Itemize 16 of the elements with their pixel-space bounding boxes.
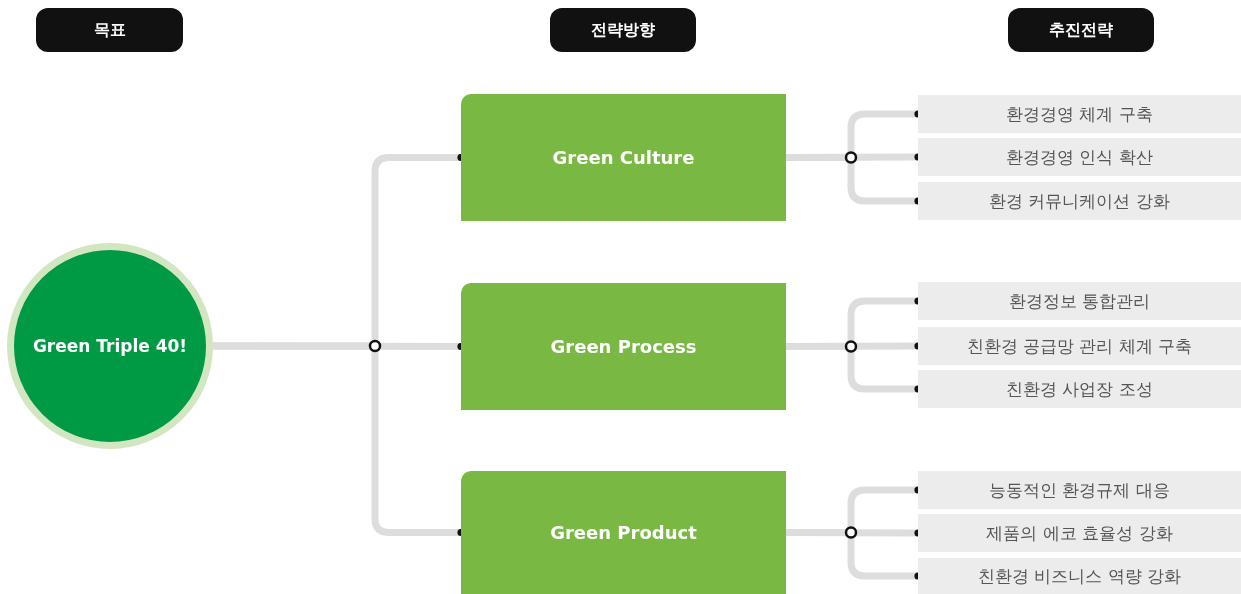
strategy-item: 환경경영 인식 확산 bbox=[918, 138, 1241, 176]
strategy-box: Green Process bbox=[461, 283, 786, 410]
column-header: 목표 bbox=[36, 8, 183, 52]
strategy-item: 친환경 비즈니스 역량 강화 bbox=[918, 558, 1241, 594]
strategy-item: 능동적인 환경규제 대응 bbox=[918, 471, 1241, 509]
strategy-box: Green Product bbox=[461, 471, 786, 594]
strategy-item: 환경정보 통합관리 bbox=[918, 282, 1241, 320]
strategy-item: 친환경 사업장 조성 bbox=[918, 370, 1241, 408]
goal-circle: Green Triple 40! bbox=[7, 243, 213, 449]
strategy-item: 제품의 에코 효율성 강화 bbox=[918, 514, 1241, 552]
strategy-item: 환경 커뮤니케이션 강화 bbox=[918, 182, 1241, 220]
strategy-item: 환경경영 체계 구축 bbox=[918, 95, 1241, 133]
column-header: 추진전략 bbox=[1008, 8, 1154, 52]
column-header: 전략방향 bbox=[550, 8, 696, 52]
strategy-box: Green Culture bbox=[461, 94, 786, 221]
strategy-item: 친환경 공급망 관리 체계 구축 bbox=[918, 327, 1241, 365]
